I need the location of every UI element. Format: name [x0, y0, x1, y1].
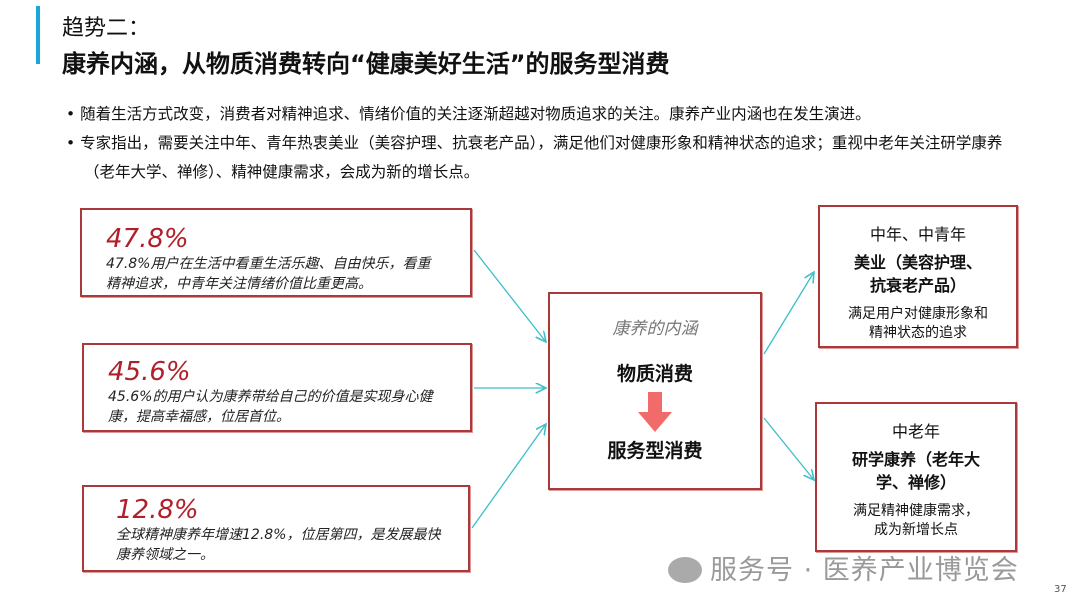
focus-label: 美业（美容护理、抗衰老产品）	[853, 253, 982, 295]
slide-title-prefix: 趋势二：	[62, 16, 151, 41]
bullet-list: • 随着生活方式改变，消费者对精神追求、情绪价值的关注逐渐超越对物质追求的关注。…	[66, 100, 1026, 187]
wechat-icon	[668, 557, 702, 583]
focus-description: 满足用户对健康形象和精神状态的追求	[848, 306, 988, 341]
watermark-text: 服务号 · 医养产业博览会	[710, 555, 1019, 586]
stat-description: 47.8%用户在生活中看重生活乐趣、自由快乐，看重精神追求，中青年关注情绪价值比…	[106, 256, 431, 292]
focus-description: 满足精神健康需求，成为新增长点	[853, 503, 979, 538]
right-box-1: 中年、中青年 美业（美容护理、抗衰老产品） 满足用户对健康形象和精神状态的追求	[818, 205, 1018, 348]
watermark: 服务号 · 医养产业博览会	[668, 548, 1019, 587]
slide-title: 康养内涵，从物质消费转向“健康美好生活”的服务型消费	[62, 50, 670, 78]
center-title: 康养的内涵	[612, 319, 698, 339]
center-box: 康养的内涵 物质消费 服务型消费	[548, 292, 762, 490]
focus-label: 研学康养（老年大学、禅修）	[851, 450, 980, 492]
stat-box-1: 47.8% 47.8%用户在生活中看重生活乐趣、自由快乐，看重精神追求，中青年关…	[80, 208, 472, 297]
stat-box-3: 12.8% 全球精神康养年增速12.8%，位居第四，是发展最快康养领域之一。	[82, 485, 470, 572]
arrow-stat1-center	[473, 249, 546, 342]
bullet-item: • 随着生活方式改变，消费者对精神追求、情绪价值的关注逐渐超越对物质追求的关注。…	[66, 105, 871, 123]
right-box-2: 中老年 研学康养（老年大学、禅修） 满足精神健康需求，成为新增长点	[815, 402, 1017, 552]
arrow-center-right1	[763, 272, 814, 355]
down-arrow-icon	[638, 392, 672, 432]
center-to: 服务型消费	[607, 440, 703, 462]
stat-description: 45.6%的用户认为康养带给自己的价值是实现身心健康，提高幸福感，位居首位。	[108, 389, 433, 425]
stat-box-2: 45.6% 45.6%的用户认为康养带给自己的价值是实现身心健康，提高幸福感，位…	[82, 343, 472, 432]
stat-value: 47.8%	[106, 224, 189, 254]
stat-value: 45.6%	[108, 357, 191, 387]
group-label: 中老年	[891, 422, 940, 441]
bullet-item: • 专家指出，需要关注中年、青年热衷美业（美容护理、抗衰老产品），满足他们对健康…	[66, 134, 1003, 181]
stat-description: 全球精神康养年增速12.8%，位居第四，是发展最快康养领域之一。	[116, 527, 441, 563]
center-from: 物质消费	[616, 363, 693, 385]
arrow-stat3-center	[471, 424, 546, 529]
title-accent-bar	[36, 6, 40, 64]
arrow-center-right2	[763, 417, 814, 480]
bullet-text: 随着生活方式改变，消费者对精神追求、情绪价值的关注逐渐超越对物质追求的关注。康养…	[80, 105, 871, 123]
stat-value: 12.8%	[116, 495, 199, 525]
bullet-text: 专家指出，需要关注中年、青年热衷美业（美容护理、抗衰老产品），满足他们对健康形象…	[80, 134, 1003, 181]
page-number: 37	[1054, 584, 1067, 595]
group-label: 中年、中青年	[869, 225, 966, 244]
